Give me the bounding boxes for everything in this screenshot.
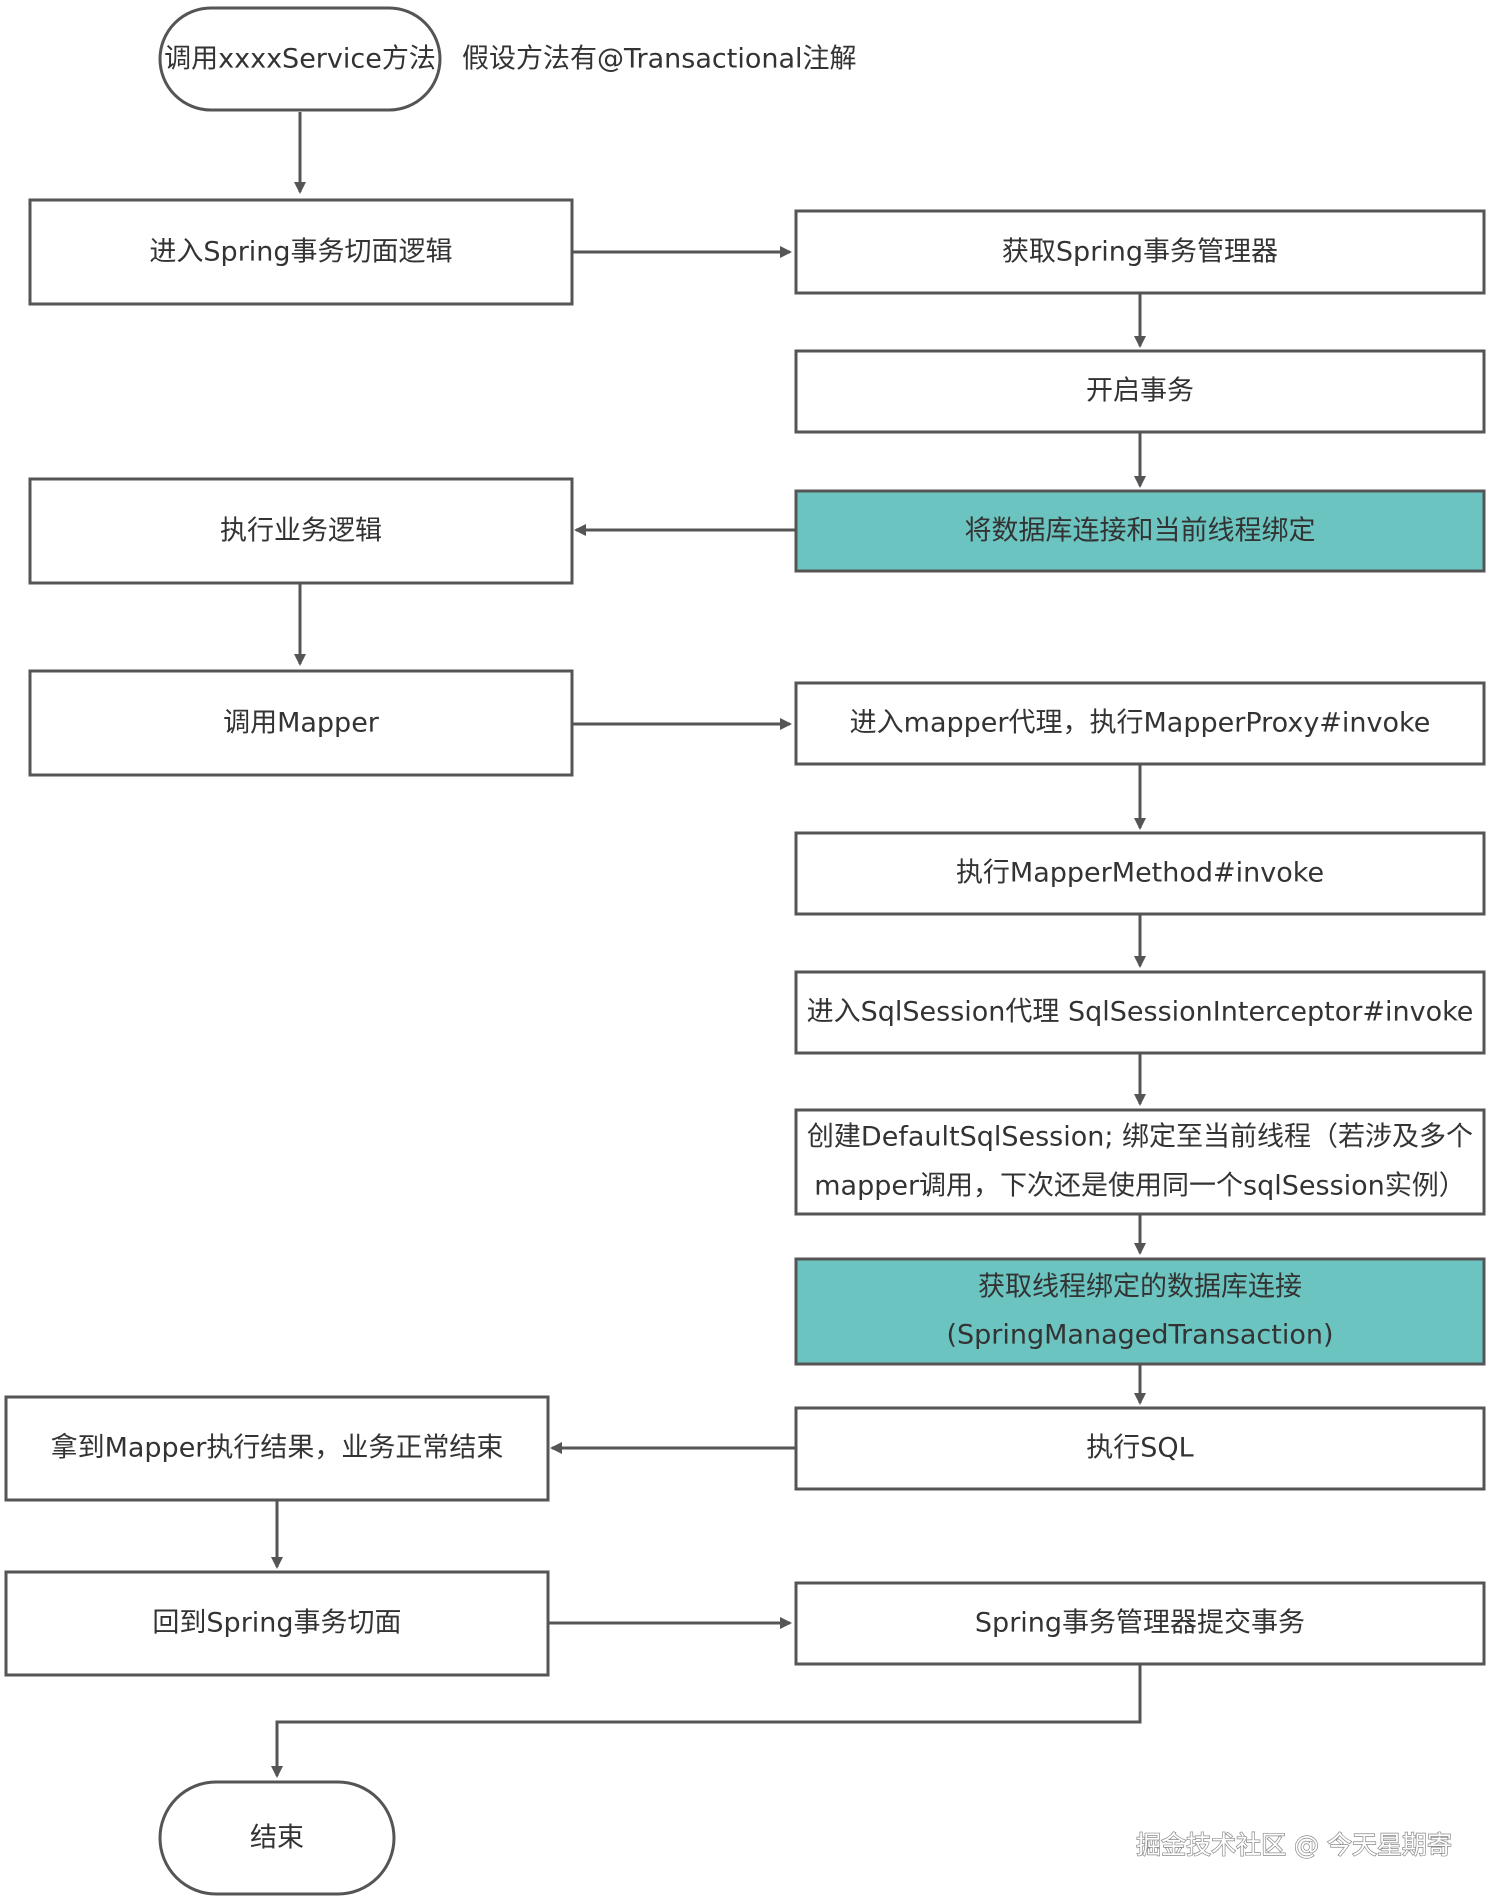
start-terminal-label: 调用xxxxService方法: [164, 44, 436, 75]
start-terminal: 调用xxxxService方法: [158, 6, 442, 112]
end-terminal-label: 结束: [250, 1823, 304, 1854]
exec-sql-label: 执行SQL: [1086, 1433, 1193, 1464]
enter-aspect-box: 进入Spring事务切面逻辑: [28, 198, 574, 306]
edge-commit-tx-to-end: [271, 1664, 1142, 1778]
commit-tx-label: Spring事务管理器提交事务: [975, 1608, 1305, 1639]
back-to-aspect-box: 回到Spring事务切面: [4, 1570, 550, 1677]
sqlsession-proxy-label: 进入SqlSession代理 SqlSessionInterceptor#inv…: [807, 997, 1474, 1028]
create-session-box: 创建DefaultSqlSession; 绑定至当前线程（若涉及多个 mappe…: [794, 1108, 1486, 1216]
get-bound-connection-label-line-2: (SpringManagedTransaction): [946, 1320, 1333, 1351]
bind-connection-label: 将数据库连接和当前线程绑定: [965, 516, 1316, 547]
back-to-aspect-label: 回到Spring事务切面: [152, 1608, 401, 1639]
commit-tx-box: Spring事务管理器提交事务: [794, 1581, 1486, 1666]
run-business-label: 执行业务逻辑: [220, 516, 382, 547]
exec-sql-box: 执行SQL: [794, 1406, 1486, 1491]
sqlsession-proxy-box: 进入SqlSession代理 SqlSessionInterceptor#inv…: [794, 970, 1486, 1055]
call-mapper-label: 调用Mapper: [223, 708, 380, 739]
mapper-proxy-label: 进入mapper代理，执行MapperProxy#invoke: [850, 708, 1431, 739]
mapper-method-box: 执行MapperMethod#invoke: [794, 831, 1486, 916]
end-terminal: 结束: [158, 1780, 396, 1896]
call-mapper-box: 调用Mapper: [28, 669, 574, 777]
got-result-box: 拿到Mapper执行结果，业务正常结束: [4, 1395, 550, 1502]
create-session-label-line-2: mapper调用，下次还是使用同一个sqlSession实例）: [814, 1171, 1466, 1202]
run-business-box: 执行业务逻辑: [28, 477, 574, 585]
get-tx-manager-label: 获取Spring事务管理器: [1002, 237, 1278, 268]
create-session-label-line-1: 创建DefaultSqlSession; 绑定至当前线程（若涉及多个: [807, 1122, 1473, 1153]
got-result-label: 拿到Mapper执行结果，业务正常结束: [51, 1433, 504, 1464]
enter-aspect-label: 进入Spring事务切面逻辑: [149, 237, 452, 268]
begin-tx-box: 开启事务: [794, 349, 1486, 434]
bind-connection-box: 将数据库连接和当前线程绑定: [794, 489, 1486, 573]
get-bound-connection-label-line-1: 获取线程绑定的数据库连接: [978, 1272, 1302, 1303]
begin-tx-label: 开启事务: [1086, 376, 1194, 407]
get-bound-connection-box: 获取线程绑定的数据库连接 (SpringManagedTransaction): [794, 1257, 1486, 1366]
edges: [271, 112, 1146, 1778]
transactional-note: 假设方法有@Transactional注解: [462, 44, 857, 75]
mapper-proxy-box: 进入mapper代理，执行MapperProxy#invoke: [794, 681, 1486, 766]
watermark: 掘金技术社区 @ 今天星期寄: [1136, 1831, 1452, 1860]
mapper-method-label: 执行MapperMethod#invoke: [956, 858, 1324, 889]
get-tx-manager-box: 获取Spring事务管理器: [794, 209, 1486, 295]
